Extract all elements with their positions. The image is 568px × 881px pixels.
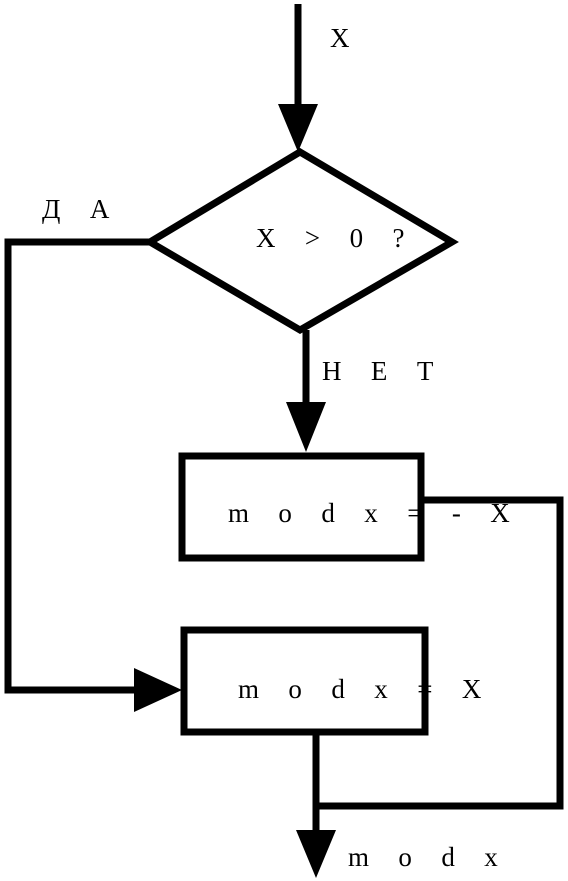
input-arrow-head	[278, 104, 318, 152]
input-label: X	[330, 23, 361, 53]
output-arrow-head	[296, 830, 336, 878]
condition-text: X > 0 ?	[256, 223, 416, 253]
yes-branch-line	[4, 238, 150, 694]
yes-label: Д А	[42, 194, 121, 224]
yes-branch-arrow-head	[134, 668, 182, 712]
assign-process-box	[180, 626, 429, 736]
assign-process-text: m o d x = X	[238, 674, 493, 704]
no-label: Н Е Т	[322, 356, 445, 386]
condition-diamond	[143, 147, 459, 335]
output-label: m o d x	[348, 842, 509, 872]
no-branch-arrow-head	[286, 402, 326, 452]
negate-process-box	[178, 452, 425, 562]
return-connector-line	[316, 496, 564, 810]
